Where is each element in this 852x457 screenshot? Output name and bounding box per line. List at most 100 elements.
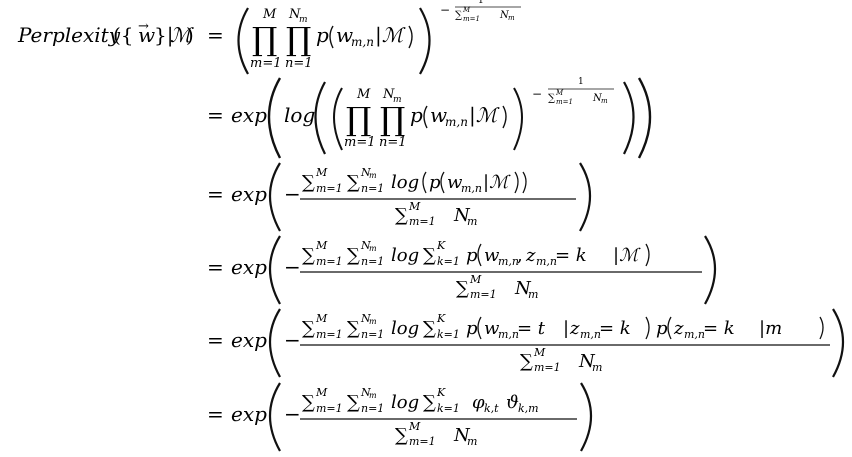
prob-eq-k-5a: = k <box>599 318 631 339</box>
den-n-5: N <box>578 351 596 372</box>
num-sum2-4: ∑ <box>347 245 360 266</box>
prob-z-sub-5a: m,n <box>580 328 601 341</box>
prob-p-4: p <box>466 245 478 266</box>
prod4-upper: N <box>382 87 395 102</box>
prod1-upper: M <box>262 7 277 22</box>
prob-w-sub-5: m,n <box>498 328 519 341</box>
num-sum3-upper-6: K <box>436 386 446 399</box>
equation-line-6: = exp − ∑ M m=1 ∑ N m n=1 log ∑ K k=1 φ … <box>207 382 592 452</box>
paren-p-close-5b <box>819 316 824 340</box>
num-sum2-upper-4: N <box>360 239 371 252</box>
exp-minus-1: − <box>440 3 450 17</box>
paren-small-open-1 <box>329 25 334 49</box>
num-sum2-lower-3: n=1 <box>361 182 384 195</box>
prod2-upper-sub: m <box>299 15 308 25</box>
prob-cond-1: |ℳ <box>375 23 406 48</box>
exp-den-lower-2: m=1 <box>556 98 573 106</box>
prob-p-5a: p <box>466 318 478 339</box>
den-sum-upper-4: M <box>469 273 482 286</box>
equation-line-3: = exp − ∑ M m=1 ∑ N m n=1 log p w m,n |ℳ… <box>207 162 591 232</box>
vector-arrow-icon: → <box>138 19 149 34</box>
den-sum-lower-4: m=1 <box>470 288 497 301</box>
equation-line-2: = exp log M ∏ m=1 N m ∏ n=1 p w m,n |ℳ −… <box>207 77 652 159</box>
den-sum-6: ∑ <box>395 425 408 446</box>
paren-p-open-5b <box>667 316 672 340</box>
paren-log-open-3 <box>422 171 427 194</box>
prob-w-2: w <box>430 103 447 127</box>
den-sum-upper-3: M <box>408 200 421 213</box>
lhs-model: ℳ <box>170 23 194 47</box>
prob-w-5: w <box>484 318 500 339</box>
exp-6: exp <box>231 402 267 426</box>
minus-4: − <box>284 255 301 279</box>
den-n-sub-5: m <box>592 361 602 374</box>
den-sum-lower-5: m=1 <box>534 361 561 374</box>
num-sum1-upper-4: M <box>315 239 328 252</box>
paren-small-close-2 <box>502 105 507 129</box>
num-sum1-lower-4: m=1 <box>316 255 343 268</box>
exp-den-n-sub-2: m <box>601 97 608 105</box>
num-sum2-lower-4: n=1 <box>361 255 384 268</box>
num-sum1-6: ∑ <box>302 392 315 413</box>
num-sum3-6: ∑ <box>423 392 436 413</box>
lhs-open: ({ <box>113 23 134 47</box>
paren-open-5 <box>269 308 281 378</box>
den-n-sub-6: m <box>467 435 477 448</box>
equation-line-5: = exp − ∑ M m=1 ∑ N m n=1 log ∑ K k=1 p … <box>207 308 844 378</box>
prob-z-sub-4: m,n <box>536 255 557 268</box>
paren-open-6 <box>269 382 281 452</box>
paren-p-open-3 <box>440 171 445 194</box>
comma-4: , <box>517 245 523 266</box>
exp-den-n-2: N <box>592 93 603 104</box>
equation-line-4: = exp − ∑ M m=1 ∑ N m n=1 log ∑ K k=1 p … <box>207 235 716 305</box>
exp-num-1: 1 <box>478 0 484 6</box>
log-6: log <box>391 392 419 413</box>
paren-exp-open-2 <box>267 77 282 159</box>
lhs-end: ) <box>186 23 194 47</box>
den-n-sub-3: m <box>467 215 477 228</box>
den-sum-upper-5: M <box>533 346 546 359</box>
num-sum1-upper-6: M <box>315 386 328 399</box>
num-sum3-lower-4: k=1 <box>437 255 460 268</box>
paren-p-close-4 <box>645 243 650 267</box>
equation-line-1: Perplexity ({ w → }| ℳ ) = M ∏ m=1 N m ∏… <box>17 0 521 75</box>
prob-z-sub-5b: m,n <box>684 328 705 341</box>
prob-p-1: p <box>316 23 329 47</box>
num-sum3-4: ∑ <box>423 245 436 266</box>
log-3: log <box>391 172 419 193</box>
equals-1: = <box>207 23 224 47</box>
num-sum2-upper-6: N <box>360 386 371 399</box>
prob-p-3: p <box>429 172 441 193</box>
exp-den-sum-2: ∑ <box>548 93 556 104</box>
prob-w-1: w <box>336 23 353 47</box>
prob-cond-3: |ℳ <box>483 172 511 193</box>
phi-6: φ <box>472 392 485 413</box>
theta-6: ϑ <box>506 392 519 413</box>
num-sum1-lower-3: m=1 <box>316 182 343 195</box>
den-sum-upper-6: M <box>408 420 421 433</box>
equals-6: = <box>207 402 224 426</box>
equals-5: = <box>207 328 224 352</box>
prob-w-3: w <box>447 172 463 193</box>
den-n-sub-4: m <box>528 288 538 301</box>
prod2-upper: N <box>288 7 301 22</box>
den-sum-4: ∑ <box>456 278 469 299</box>
prob-cond-4: |ℳ <box>613 245 641 266</box>
paren-exp-close-2 <box>637 77 652 159</box>
log-4: log <box>391 245 419 266</box>
paren-close-4 <box>704 235 716 305</box>
exp-5: exp <box>231 328 267 352</box>
num-sum2-upper-5: N <box>360 312 371 325</box>
prod3-lower: m=1 <box>344 135 376 150</box>
paren-open-4 <box>269 235 281 305</box>
prob-eq-k-5b: = k <box>703 318 735 339</box>
exp-num-2: 1 <box>578 77 584 87</box>
den-n-4: N <box>514 278 532 299</box>
paren-open-3 <box>269 162 281 232</box>
prod2-lower: n=1 <box>285 56 313 71</box>
paren-log-close-3 <box>522 171 527 194</box>
num-sum1-4: ∑ <box>302 245 315 266</box>
prod2-symbol: ∏ <box>286 20 311 58</box>
num-sum2-6: ∑ <box>347 392 360 413</box>
prob-eq-k-4: = k <box>555 245 587 266</box>
